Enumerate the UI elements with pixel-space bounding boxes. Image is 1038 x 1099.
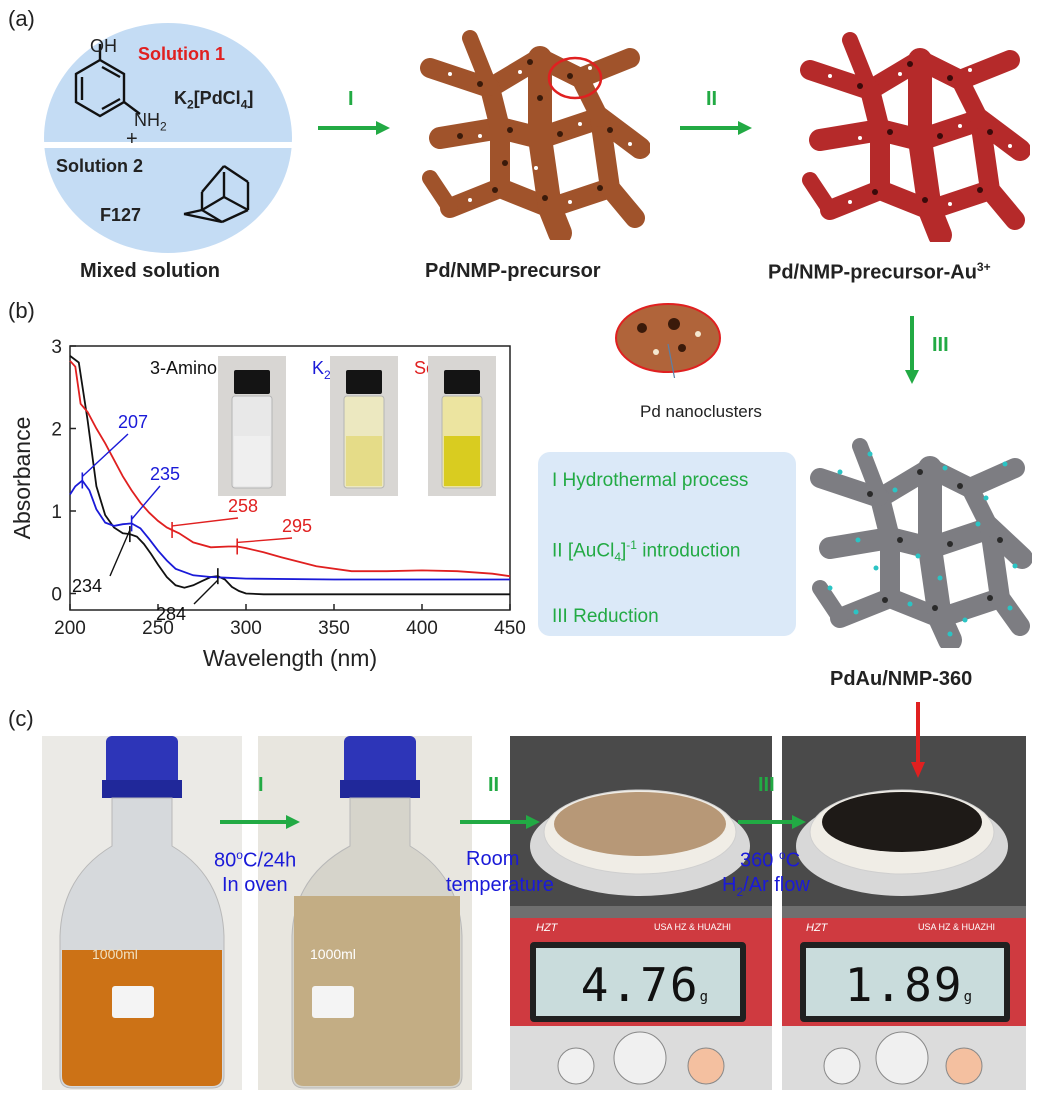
bottle1-volume-label: 1000ml [92,946,138,962]
c-cond2-temperature: temperature [446,874,554,896]
legend-item-hydrothermal: I Hydrothermal process [552,470,749,491]
nanocluster-zoom-image [615,303,721,378]
step-i-label: I [348,88,354,110]
y-tick-label: 2 [51,420,62,441]
precursor-au-network-image [800,32,1030,242]
c-step-ii-arrow [460,815,540,829]
x-tick-label: 450 [494,618,526,639]
peak-label-235: 235 [150,464,180,484]
x-axis-label: Wavelength (nm) [203,645,377,671]
scale1-brand: HZT [536,922,558,934]
reagent-nh2-label: NH2 [134,110,167,134]
peak-arrow-258 [171,517,239,527]
c-cond2-room: Room [466,848,520,870]
peak-arrow-234 [109,529,131,577]
panel-c-label: (c) [8,706,34,731]
step-ii-label: II [706,88,718,110]
f127-label: F127 [100,205,142,225]
product-red-arrow [911,702,925,778]
legend-item-reduction: III Reduction [552,606,659,627]
bottle2-volume-label: 1000ml [310,946,356,962]
peak-arrow-235 [131,485,161,520]
solution2-label: Solution 2 [56,156,143,176]
c-step-i-arrow [220,815,300,829]
precursor-network-image [420,30,650,240]
plus-sign: + [126,128,138,150]
peak-label-207: 207 [118,412,148,432]
peak-label-295: 295 [282,516,312,536]
mixed-solution-circle [44,23,292,253]
x-tick-label: 400 [406,618,438,639]
x-tick-label: 200 [54,618,86,639]
vial-aminophenol-photo [218,356,286,496]
scale2-brand: HZT [806,922,828,934]
c-step-iii-label: III [758,774,775,796]
reagent-oh-label: OH [90,36,117,56]
step-iii-label: III [932,334,949,356]
c-cond3-temp: 360 oC [740,848,801,872]
series-line-2 [69,479,510,581]
plot-frame [69,345,511,611]
legend-item-aucl4: II [AuCl4]-1 introduction [552,538,741,565]
c-cond3-flow: H2/Ar flow [722,874,810,899]
c-step-i-label: I [258,774,264,796]
y-tick-label: 1 [51,502,62,523]
step-ii-arrow [680,121,752,135]
vial-k2pdcl4-photo [330,356,398,496]
peak-arrow-207 [81,433,129,477]
y-tick-label: 0 [51,585,62,606]
vial-solution1-photo [428,356,496,496]
panel-b-label: (b) [8,298,35,323]
nanocluster-label: Pd nanoclusters [640,402,762,421]
pdau-caption: PdAu/NMP-360 [830,668,973,690]
precursor-caption: Pd/NMP-precursor [425,260,601,282]
x-tick-label: 250 [142,618,174,639]
series-line-1 [69,355,510,596]
x-tick-label: 300 [230,618,262,639]
step-i-arrow [318,121,390,135]
panel-a-label: (a) [8,6,35,31]
peak-arrow-284 [193,579,219,605]
c-cond1-oven: In oven [222,874,288,896]
scale1-maker: USA HZ & HUAZHI [654,922,732,932]
c-step-iii-arrow [738,815,806,829]
scale-precursor-photo [510,736,772,1090]
step-iii-arrow [905,316,919,384]
y-tick-label: 3 [51,337,62,358]
bottle-after-photo [258,736,472,1090]
process-legend-box [538,452,796,636]
y-axis-label: Absorbance [9,417,35,540]
peak-arrow-295 [237,537,293,544]
scale-pdau-photo [782,736,1026,1090]
peak-label-234: 234 [72,576,102,596]
scale2-maker: USA HZ & HUAZHI [918,922,996,932]
precursor-au-caption: Pd/NMP-precursor-Au3+ [768,260,991,284]
mixed-solution-caption: Mixed solution [80,260,220,282]
pdau-network-image [810,438,1032,648]
c-step-ii-label: II [488,774,500,796]
bottle-before-photo [42,736,242,1090]
series-line-3 [69,360,511,578]
scale-display-1: 4.76g [530,942,746,1022]
scale-display-2: 1.89g [800,942,1010,1022]
peak-label-284: 284 [156,604,186,624]
k2pdcl4-reagent: K2[PdCl4] [174,88,254,112]
solution1-label: Solution 1 [138,44,225,64]
x-tick-label: 350 [318,618,350,639]
c-cond1-temp: 80oC/24h [214,848,297,872]
peak-label-258: 258 [228,496,258,516]
